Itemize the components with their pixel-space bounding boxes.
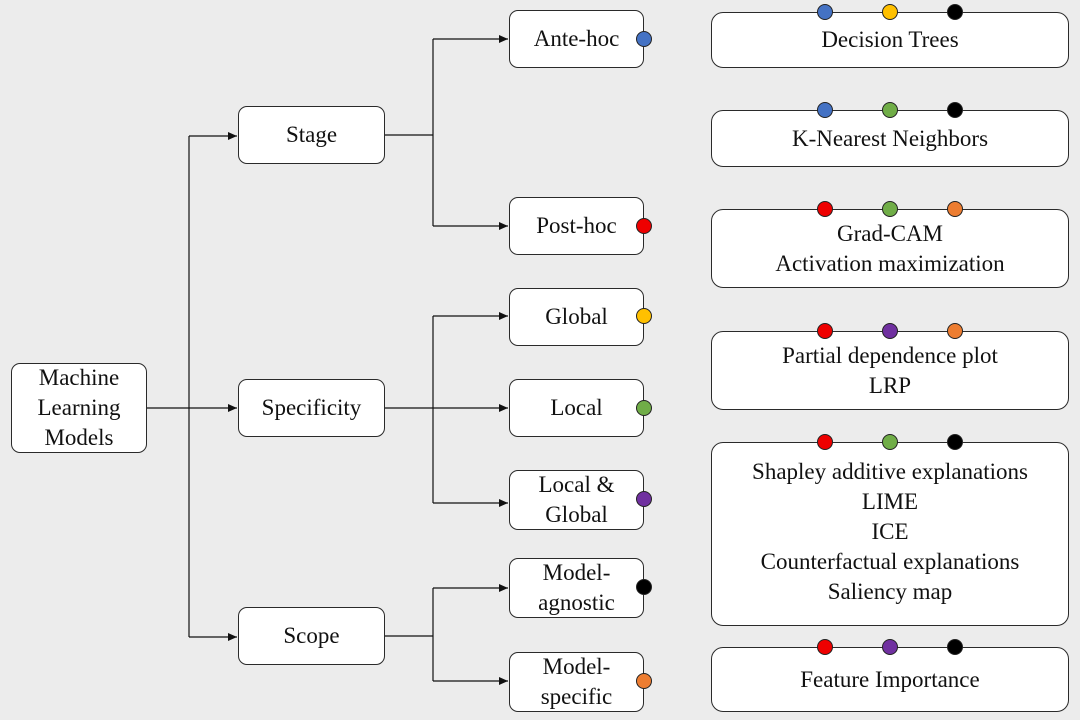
method-dot [817, 434, 833, 450]
category-node-specificity: Specificity [238, 379, 385, 437]
method-dot [882, 201, 898, 217]
root-line: Models [44, 425, 114, 450]
scope-connectors [385, 584, 508, 685]
category-label: Stage [285, 122, 338, 147]
method-box-decision-trees: Decision Trees [711, 12, 1069, 68]
method-dot [817, 201, 833, 217]
method-item: K-Nearest Neighbors [791, 125, 989, 151]
method-item: Feature Importance [800, 666, 980, 692]
method-dot [947, 323, 963, 339]
leaf-node-local-global: Local & Global [509, 470, 644, 530]
method-dot [947, 639, 963, 655]
specificity-connectors [385, 312, 508, 507]
method-box-shap: Shapley additive explanations LIME ICE C… [711, 442, 1069, 626]
stage-connectors [385, 35, 508, 230]
method-dot [882, 639, 898, 655]
leaf-dot-local-global [636, 491, 652, 507]
method-dot [817, 4, 833, 20]
leaf-label: Local [550, 395, 603, 420]
method-dot [817, 639, 833, 655]
leaf-label: Global [545, 304, 608, 329]
method-item: LIME [861, 489, 919, 514]
leaf-label: Local & [538, 472, 615, 497]
method-box-grad-cam: Grad-CAM Activation maximization [711, 209, 1069, 288]
method-item: Activation maximization [775, 250, 1005, 276]
leaf-dot-model-agnostic [636, 579, 652, 595]
method-box-knn: K-Nearest Neighbors [711, 110, 1069, 167]
category-label: Scope [283, 623, 340, 648]
method-dot [882, 102, 898, 118]
leaf-dot-ante-hoc [636, 31, 652, 47]
leaf-label: Global [545, 502, 608, 527]
leaf-dot-global [636, 308, 652, 324]
method-box-feature-importance: Feature Importance [711, 647, 1069, 712]
leaf-dot-model-specific [636, 673, 652, 689]
method-item: Shapley additive explanations [752, 459, 1028, 484]
root-line: Learning [37, 395, 121, 420]
method-dot [882, 4, 898, 20]
method-item: Partial dependence plot [782, 342, 998, 368]
category-node-stage: Stage [238, 106, 385, 164]
method-dot [817, 102, 833, 118]
leaf-label: specific [540, 684, 613, 709]
leaf-node-post-hoc: Post-hoc [509, 197, 644, 255]
method-item: LRP [868, 372, 912, 398]
category-label: Specificity [261, 395, 362, 420]
method-box-pdp: Partial dependence plot LRP [711, 331, 1069, 410]
leaf-label: Model- [542, 560, 611, 585]
leaf-node-local: Local [509, 379, 644, 437]
method-item: Counterfactual explanations [760, 549, 1020, 574]
method-dot [817, 323, 833, 339]
method-dot [947, 434, 963, 450]
method-dot [947, 201, 963, 217]
method-dot [882, 323, 898, 339]
leaf-label: Ante-hoc [533, 26, 620, 51]
leaf-label: Post-hoc [536, 213, 617, 238]
leaf-node-model-agnostic: Model- agnostic [509, 558, 644, 618]
leaf-node-global: Global [509, 288, 644, 346]
leaf-label: Model- [542, 654, 611, 679]
method-item: ICE [871, 519, 909, 544]
method-dot [947, 102, 963, 118]
method-dot [882, 434, 898, 450]
root-node: Machine Learning Models [11, 363, 147, 453]
method-item: Grad-CAM [836, 220, 944, 246]
method-item: Decision Trees [821, 27, 959, 52]
root-connectors [147, 132, 237, 641]
category-node-scope: Scope [238, 607, 385, 665]
leaf-dot-post-hoc [636, 218, 652, 234]
leaf-node-ante-hoc: Ante-hoc [509, 10, 644, 68]
method-dot [947, 4, 963, 20]
method-item: Saliency map [827, 579, 953, 604]
leaf-label: agnostic [538, 590, 615, 615]
root-line: Machine [38, 365, 120, 390]
leaf-dot-local [636, 400, 652, 416]
leaf-node-model-specific: Model- specific [509, 652, 644, 712]
